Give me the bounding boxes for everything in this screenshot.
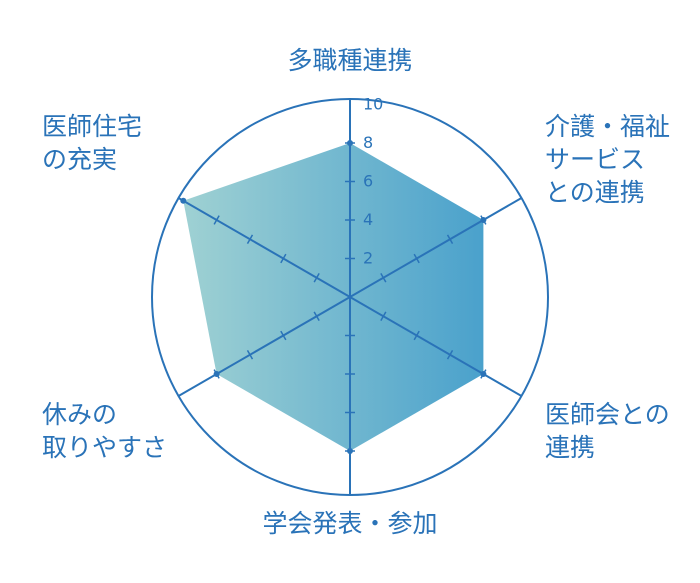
radar-axis-label: サービス xyxy=(545,145,645,174)
radar-data-point xyxy=(480,371,487,377)
radar-data-point xyxy=(213,371,220,377)
radar-tick-label: 6 xyxy=(363,172,373,191)
radar-axis-label: 医師住宅 xyxy=(42,112,142,141)
radar-tick-mark xyxy=(380,273,387,283)
radar-data-area xyxy=(183,143,484,451)
radar-axis-line xyxy=(178,197,351,298)
radar-tick-mark xyxy=(280,253,287,264)
radar-axis-label: 多職種連携 xyxy=(287,46,412,75)
radar-tick-mark xyxy=(246,350,254,360)
radar-axes xyxy=(178,99,522,495)
radar-tick-mark xyxy=(313,273,320,283)
radar-tick-label: 8 xyxy=(363,133,373,152)
radar-axis-label: 医師会との xyxy=(545,400,670,429)
radar-tick-mark xyxy=(280,330,287,341)
radar-axis-line xyxy=(178,296,351,397)
radar-tick-label: 4 xyxy=(363,210,373,229)
radar-axis-label: 介護・福祉 xyxy=(545,112,670,141)
radar-axis-label: 学会発表・参加 xyxy=(262,509,437,538)
radar-tick-mark xyxy=(246,234,254,244)
radar-data-point xyxy=(180,197,187,204)
radar-tick-labels: 2 4 6 8 10 xyxy=(363,95,383,268)
radar-tick-mark xyxy=(413,330,420,341)
radar-axis-label: 連携 xyxy=(545,433,595,462)
radar-points xyxy=(180,140,487,454)
radar-tick-mark xyxy=(446,234,454,244)
radar-data-point xyxy=(347,140,353,146)
radar-tick-mark xyxy=(313,311,320,321)
radar-data-point xyxy=(347,448,353,454)
radar-axis-label: 休みの xyxy=(42,400,117,429)
radar-tick-mark xyxy=(380,311,387,321)
radar-tick-label: 10 xyxy=(363,95,383,114)
radar-tick-mark xyxy=(446,350,454,360)
radar-axis-line xyxy=(349,197,522,298)
radar-axis-label: との連携 xyxy=(545,178,645,207)
radar-data-point xyxy=(480,217,487,223)
radar-tick-mark xyxy=(413,253,420,264)
radar-axis-label: 取りやすさ xyxy=(42,433,167,462)
radar-tick-label: 2 xyxy=(363,249,373,268)
radar-axis-line xyxy=(349,296,522,397)
radar-tick-mark xyxy=(213,215,220,225)
radar-axis-label: の充実 xyxy=(42,145,117,174)
